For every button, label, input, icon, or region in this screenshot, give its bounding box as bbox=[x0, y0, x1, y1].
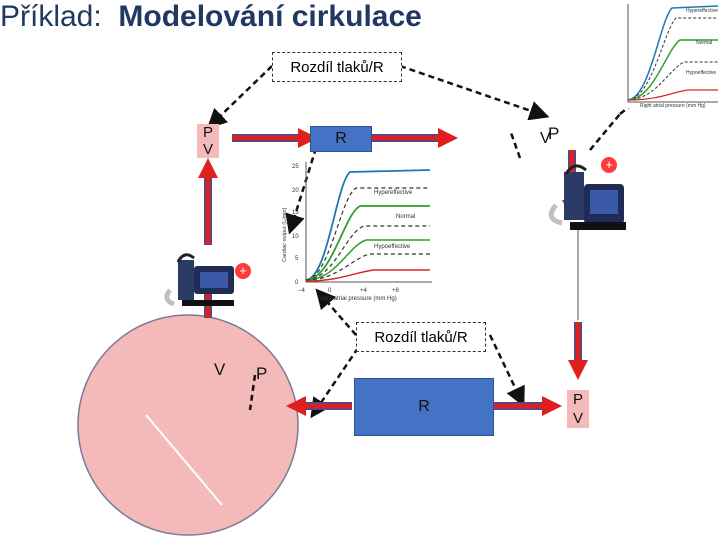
right-pv-p: P bbox=[572, 391, 583, 408]
left-pv-p: P bbox=[202, 124, 213, 141]
pump-left-icon bbox=[164, 253, 234, 307]
mini-xtick-4: +4 bbox=[360, 288, 368, 294]
upper-right-p: P bbox=[548, 124, 560, 143]
slide-title: Příklad: Modelování cirkulace bbox=[0, 0, 720, 34]
right-pv-block: P V bbox=[567, 390, 589, 428]
bottom-pressure-diff-box: Rozdíl tlaků/R bbox=[356, 322, 486, 352]
upper-resistance-box: R bbox=[310, 126, 372, 152]
mini-xtick-m4: −4 bbox=[298, 288, 306, 294]
pump-right-icon bbox=[548, 164, 626, 230]
mini-ytick-10: 10 bbox=[292, 234, 299, 240]
mini-ytick-0: 0 bbox=[295, 280, 299, 286]
top-dashed-arrows bbox=[206, 64, 656, 235]
mini-xtick-0: 0 bbox=[328, 288, 332, 294]
mini-hypo-label: Hypoeffective bbox=[374, 244, 411, 250]
title-main: Modelování cirkulace bbox=[118, 0, 422, 33]
circle-p-label: P bbox=[256, 364, 268, 383]
bottom-dashed-arrows bbox=[248, 288, 525, 419]
mini-ylabel: Cardiac output (L/min) bbox=[282, 207, 288, 262]
blood-reservoir-circle bbox=[77, 314, 299, 536]
circle-v-label: V bbox=[214, 360, 226, 379]
mini-top-xlabel: Right atrial pressure (mm Hg) bbox=[640, 103, 706, 109]
left-pv-v: V bbox=[202, 141, 213, 158]
mini-top-hypo-label: Hypoeffective bbox=[686, 70, 716, 76]
pump-left-plus-icon: + bbox=[234, 262, 252, 280]
mini-ytick-5: 5 bbox=[295, 256, 299, 262]
mini-top-hyper-label: Hypereffective bbox=[686, 8, 718, 14]
top-pressure-diff-box: Rozdíl tlaků/R bbox=[272, 52, 402, 82]
left-pv-block: P V bbox=[197, 124, 219, 158]
lower-resistance-box: R bbox=[354, 378, 494, 436]
mini-ytick-25: 25 bbox=[292, 164, 299, 170]
mini-ytick-20: 20 bbox=[292, 188, 299, 194]
mini-xtick-8: +8 bbox=[392, 288, 400, 294]
mini-xlabel: Right atrial pressure (mm Hg) bbox=[318, 296, 397, 302]
pump-right-plus-icon: + bbox=[600, 156, 618, 174]
right-pv-v: V bbox=[572, 410, 583, 427]
mini-ytick-15: 15 bbox=[292, 210, 299, 216]
mini-top-normal-label: Normal bbox=[696, 40, 712, 46]
mini-hyper-label: Hypereffective bbox=[374, 190, 413, 196]
title-prefix: Příklad: bbox=[0, 0, 102, 33]
mini-normal-label: Normal bbox=[396, 214, 415, 220]
upper-right-v: V bbox=[540, 130, 551, 147]
